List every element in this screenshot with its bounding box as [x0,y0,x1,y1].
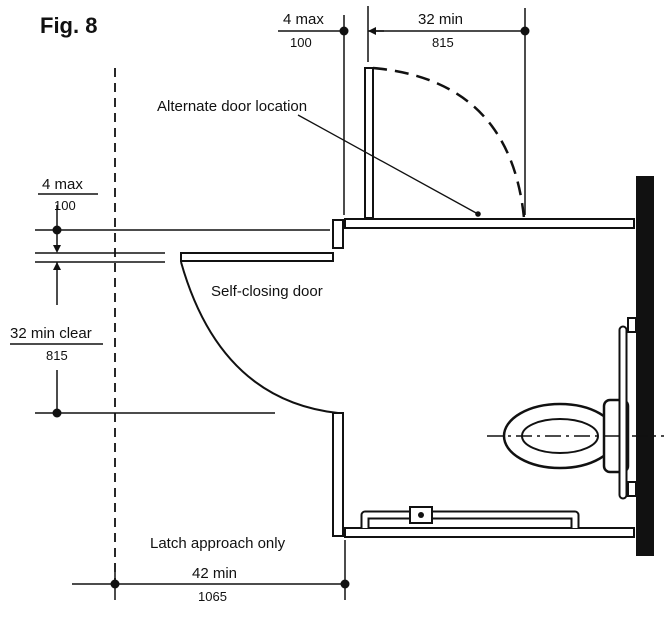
top-partition [344,218,635,229]
dim-left-lower [10,262,275,418]
dim-top-left [278,6,384,215]
dim-top-left-imperial: 4 max [283,11,324,28]
dim-top-right [376,8,530,215]
bottom-partition [344,527,635,538]
dim-left-upper-metric: 100 [54,198,76,213]
figure-title: Fig. 8 [40,13,97,38]
self-closing-door [180,252,339,414]
dim-left-lower-metric: 815 [46,348,68,363]
front-pilaster-lower [332,412,344,537]
dim-top-left-metric: 100 [290,35,312,50]
dim-bottom-metric: 1065 [198,589,227,604]
rear-wall [636,176,654,556]
dim-top-right-metric: 815 [432,35,454,50]
dim-top-right-imperial: 32 min [418,11,463,28]
dim-bottom-imperial: 42 min [192,565,237,582]
alternate-door [364,66,526,219]
dim-left-lower-imperial: 32 min clear [10,325,92,342]
alternate-door-leader [297,114,479,215]
rear-grab-bar [618,317,637,500]
dim-left-upper [35,193,330,263]
dim-left-upper-imperial: 4 max [42,176,83,193]
dim-bottom [72,540,350,600]
latch-approach-label: Latch approach only [150,535,286,552]
alternate-door-leader-dot [475,211,481,217]
self-closing-door-label: Self-closing door [211,283,323,300]
alternate-door-label: Alternate door location [157,98,307,115]
front-pilaster-upper [332,219,344,249]
side-grab-bar [360,506,580,528]
